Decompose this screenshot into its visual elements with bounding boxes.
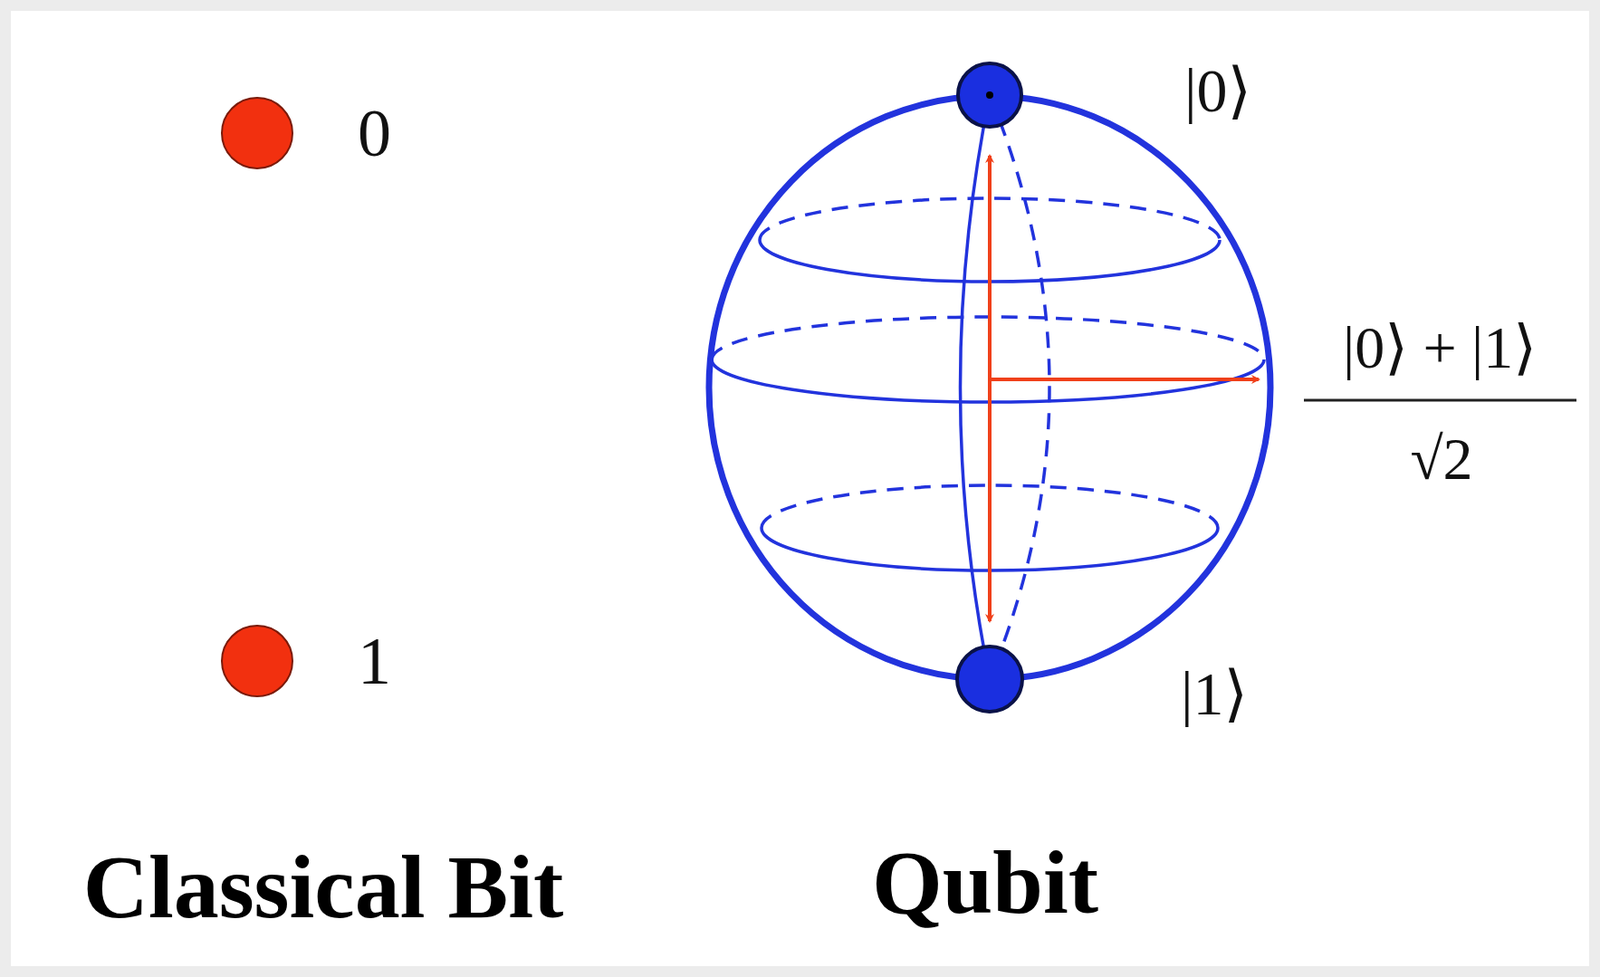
fraction-bar	[1303, 399, 1577, 403]
state-arrow	[989, 155, 1259, 622]
bit-value: 1	[357, 627, 392, 695]
section-title: Classical Bit	[83, 842, 565, 933]
bit-dot	[221, 97, 293, 169]
pole-center	[986, 91, 994, 99]
bit-dot	[221, 625, 293, 697]
state-numerator: |0⟩ + |1⟩	[1342, 317, 1537, 378]
state-label: |1⟩	[1180, 662, 1248, 725]
bloch-sphere	[708, 95, 1271, 680]
state-denominator: √2	[1409, 429, 1473, 489]
bit-value: 0	[357, 99, 392, 167]
pole-dot	[957, 646, 1023, 712]
pole-dot	[958, 63, 1022, 127]
section-title: Qubit	[871, 837, 1099, 929]
state-label: |0⟩	[1184, 59, 1252, 122]
